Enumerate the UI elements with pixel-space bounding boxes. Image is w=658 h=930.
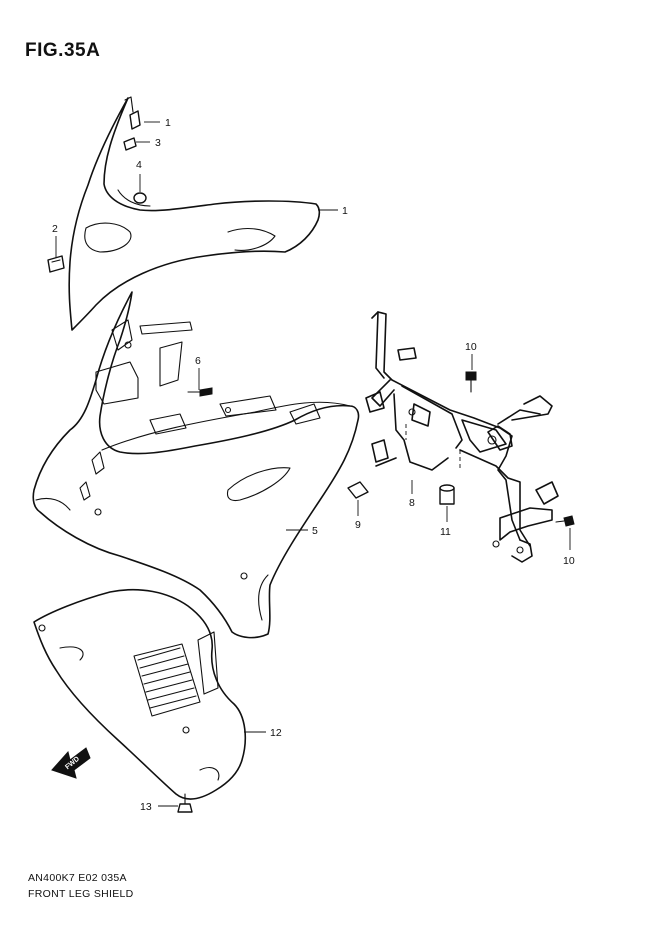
callout-1: 1 bbox=[342, 205, 348, 217]
figure-code: AN400K7 E02 035A bbox=[28, 872, 127, 884]
callout-13: 13 bbox=[140, 801, 152, 813]
callout-11: 11 bbox=[440, 526, 451, 538]
part-clip-9[interactable] bbox=[347, 481, 369, 499]
part-screw-13[interactable] bbox=[177, 793, 193, 813]
callout-12: 12 bbox=[270, 727, 282, 739]
callout-3: 3 bbox=[155, 137, 161, 149]
callout-2: 2 bbox=[52, 223, 58, 235]
grille-vents bbox=[133, 643, 201, 717]
callout-10-bottom: 10 bbox=[563, 555, 575, 567]
part-bolt-10-bottom[interactable] bbox=[555, 515, 575, 527]
part-front-cover-upper[interactable] bbox=[68, 96, 321, 331]
callout-4: 4 bbox=[136, 159, 142, 171]
callout-7: 1 bbox=[165, 117, 171, 129]
part-cushion-11[interactable] bbox=[439, 484, 455, 505]
part-clip-2[interactable] bbox=[47, 255, 65, 273]
callout-5: 5 bbox=[312, 525, 318, 537]
callout-8: 8 bbox=[409, 497, 415, 509]
part-grommet-4[interactable] bbox=[133, 192, 147, 204]
part-lower-inner-cover[interactable] bbox=[33, 588, 247, 800]
part-nut-3[interactable] bbox=[123, 137, 137, 151]
callout-10-top: 10 bbox=[465, 341, 477, 353]
part-nut-7[interactable] bbox=[129, 110, 141, 130]
part-bolt-10-top[interactable] bbox=[465, 371, 477, 393]
part-screw-6[interactable] bbox=[187, 387, 213, 397]
fwd-arrow-icon: FWD bbox=[51, 747, 91, 779]
part-frame-bracket[interactable] bbox=[365, 311, 559, 563]
figure-caption: FRONT LEG SHIELD bbox=[28, 888, 134, 900]
part-leg-shield[interactable] bbox=[32, 291, 360, 639]
callout-6: 6 bbox=[195, 355, 201, 367]
figure-title: FIG.35A bbox=[25, 40, 101, 61]
callout-9: 9 bbox=[355, 519, 361, 531]
